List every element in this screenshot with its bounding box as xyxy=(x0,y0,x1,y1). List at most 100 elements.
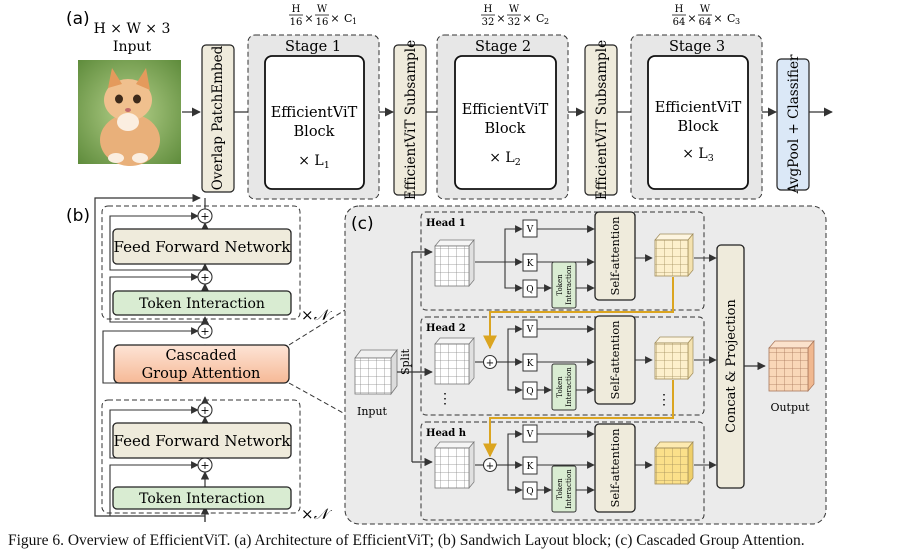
svg-text:V: V xyxy=(526,430,534,440)
concat-projection-label: Concat & Projection xyxy=(724,299,739,433)
svg-text:×: × xyxy=(304,12,313,25)
svg-text:C: C xyxy=(536,12,544,25)
svg-text:16: 16 xyxy=(290,17,303,28)
svg-text:C: C xyxy=(344,12,352,25)
head-h: + V K Q Token Interaction Self-attention xyxy=(434,423,717,513)
head-1: V K Q Token Interaction Self-attention xyxy=(434,211,717,309)
upper-ffn-group xyxy=(101,205,301,320)
repeat-n-lower: ×𝒩 xyxy=(301,505,333,523)
svg-text:+: + xyxy=(200,210,209,223)
stage-2: Stage 2 EfficientViT Block × L2 H 32 × W… xyxy=(436,4,569,200)
svg-text:Self-attention: Self-attention xyxy=(608,216,622,296)
stage-1-dims: H 16 × W 16 × C 1 xyxy=(289,4,357,28)
head-1-group xyxy=(420,211,705,311)
split-label: Split xyxy=(399,348,412,375)
svg-text:Q: Q xyxy=(526,285,533,295)
svg-text:×: × xyxy=(713,12,722,25)
residual-add-nodes: + + + + + xyxy=(197,208,213,473)
stage-2-repeat: × L2 xyxy=(489,150,521,168)
patch-embed-block xyxy=(201,44,235,193)
stage-1-repeat: × L1 xyxy=(298,153,330,171)
svg-text:3: 3 xyxy=(735,17,740,26)
ffn-block-upper xyxy=(112,228,292,265)
svg-text:+: + xyxy=(200,404,209,417)
output-tensor-icon xyxy=(768,340,815,392)
ffn-label-lower: Feed Forward Network xyxy=(114,432,292,450)
head-2-label: Head 2 xyxy=(426,323,466,334)
svg-text:64: 64 xyxy=(673,17,686,28)
svg-text:K: K xyxy=(527,359,534,369)
svg-text:1: 1 xyxy=(352,17,357,26)
subsample-label-2: EfficientViT Subsample xyxy=(594,40,610,200)
token-interaction-lower xyxy=(112,486,292,510)
subsample-block-1 xyxy=(393,44,427,196)
svg-text:+: + xyxy=(200,271,209,284)
input-label: Input xyxy=(113,39,152,55)
svg-text:⋮: ⋮ xyxy=(438,391,452,407)
svg-text:Token: Token xyxy=(556,274,564,296)
panel-c-background xyxy=(344,205,827,525)
input-tensor-icon xyxy=(354,348,398,396)
svg-text:+: + xyxy=(486,461,494,472)
svg-text:C: C xyxy=(727,12,735,25)
svg-text:×: × xyxy=(496,12,505,25)
classifier-label: AvgPool + Classifier xyxy=(786,54,802,194)
svg-text:Q: Q xyxy=(526,387,533,397)
svg-text:Self-attention: Self-attention xyxy=(608,428,622,508)
svg-text:32: 32 xyxy=(508,17,521,28)
svg-text:⋮: ⋮ xyxy=(657,392,671,408)
svg-text:V: V xyxy=(526,325,534,335)
repeat-n-upper: ×𝒩 xyxy=(301,306,333,324)
svg-text:W: W xyxy=(317,4,328,15)
svg-text:K: K xyxy=(527,462,534,472)
head-2: ⋮ + V K Q Token Interaction Self-attenti… xyxy=(434,315,717,411)
stage-1-block-line2: Block xyxy=(294,124,335,140)
stage-2-block-line2: Block xyxy=(485,121,526,137)
svg-text:Interaction: Interaction xyxy=(565,265,573,305)
stage-1-title: Stage 1 xyxy=(285,39,341,55)
stage-2-title: Stage 2 xyxy=(475,39,531,55)
svg-text:+: + xyxy=(200,325,209,338)
input-label-c: Input xyxy=(357,405,388,418)
stage-3-dims: H 64 × W 64 × C 3 xyxy=(672,4,740,28)
stage-2-dims: H 32 × W 32 × C 2 xyxy=(481,4,549,28)
stage-1: Stage 1 EfficientViT Block × L1 H 16 × W… xyxy=(247,4,380,200)
cga-label-line2: Group Attention xyxy=(142,366,261,382)
panel-b-label: (b) xyxy=(66,206,90,226)
svg-text:32: 32 xyxy=(482,17,495,28)
svg-text:×: × xyxy=(687,12,696,25)
ffn-block-lower xyxy=(112,422,292,459)
svg-text:+: + xyxy=(200,459,209,472)
ffn-label-upper: Feed Forward Network xyxy=(114,238,292,256)
panel-a-label: (a) xyxy=(66,9,90,29)
svg-text:H: H xyxy=(675,4,684,15)
svg-text:×: × xyxy=(522,12,531,25)
panel-b: (b) + + + + + F xyxy=(66,193,346,523)
svg-text:×: × xyxy=(330,12,339,25)
stage-3-block-line1: EfficientViT xyxy=(655,100,742,116)
input-dims: H × W × 3 xyxy=(94,21,171,37)
head-h-label: Head h xyxy=(426,428,467,439)
svg-text:V: V xyxy=(526,225,534,235)
panel-a: (a) H × W × 3 Input Overlap PatchEmbed S… xyxy=(66,4,833,200)
panel-c-label: (c) xyxy=(351,214,374,234)
svg-text:H: H xyxy=(292,4,301,15)
svg-text:Interaction: Interaction xyxy=(565,367,573,407)
svg-text:+: + xyxy=(486,358,494,369)
subsample-block-2 xyxy=(584,44,618,196)
svg-text:Token: Token xyxy=(556,376,564,398)
head-1-label: Head 1 xyxy=(426,218,466,229)
stage-1-block-line1: EfficientViT xyxy=(271,105,358,121)
cga-block xyxy=(113,344,290,384)
head-h-group xyxy=(420,421,705,521)
svg-text:W: W xyxy=(700,4,711,15)
svg-text:Q: Q xyxy=(526,487,533,497)
output-label: Output xyxy=(770,401,810,414)
svg-text:2: 2 xyxy=(544,17,549,26)
svg-text:64: 64 xyxy=(699,17,712,28)
svg-text:16: 16 xyxy=(316,17,329,28)
svg-text:H: H xyxy=(484,4,493,15)
token-interaction-label-upper: Token Interaction xyxy=(139,296,265,312)
head-2-group xyxy=(420,316,705,416)
